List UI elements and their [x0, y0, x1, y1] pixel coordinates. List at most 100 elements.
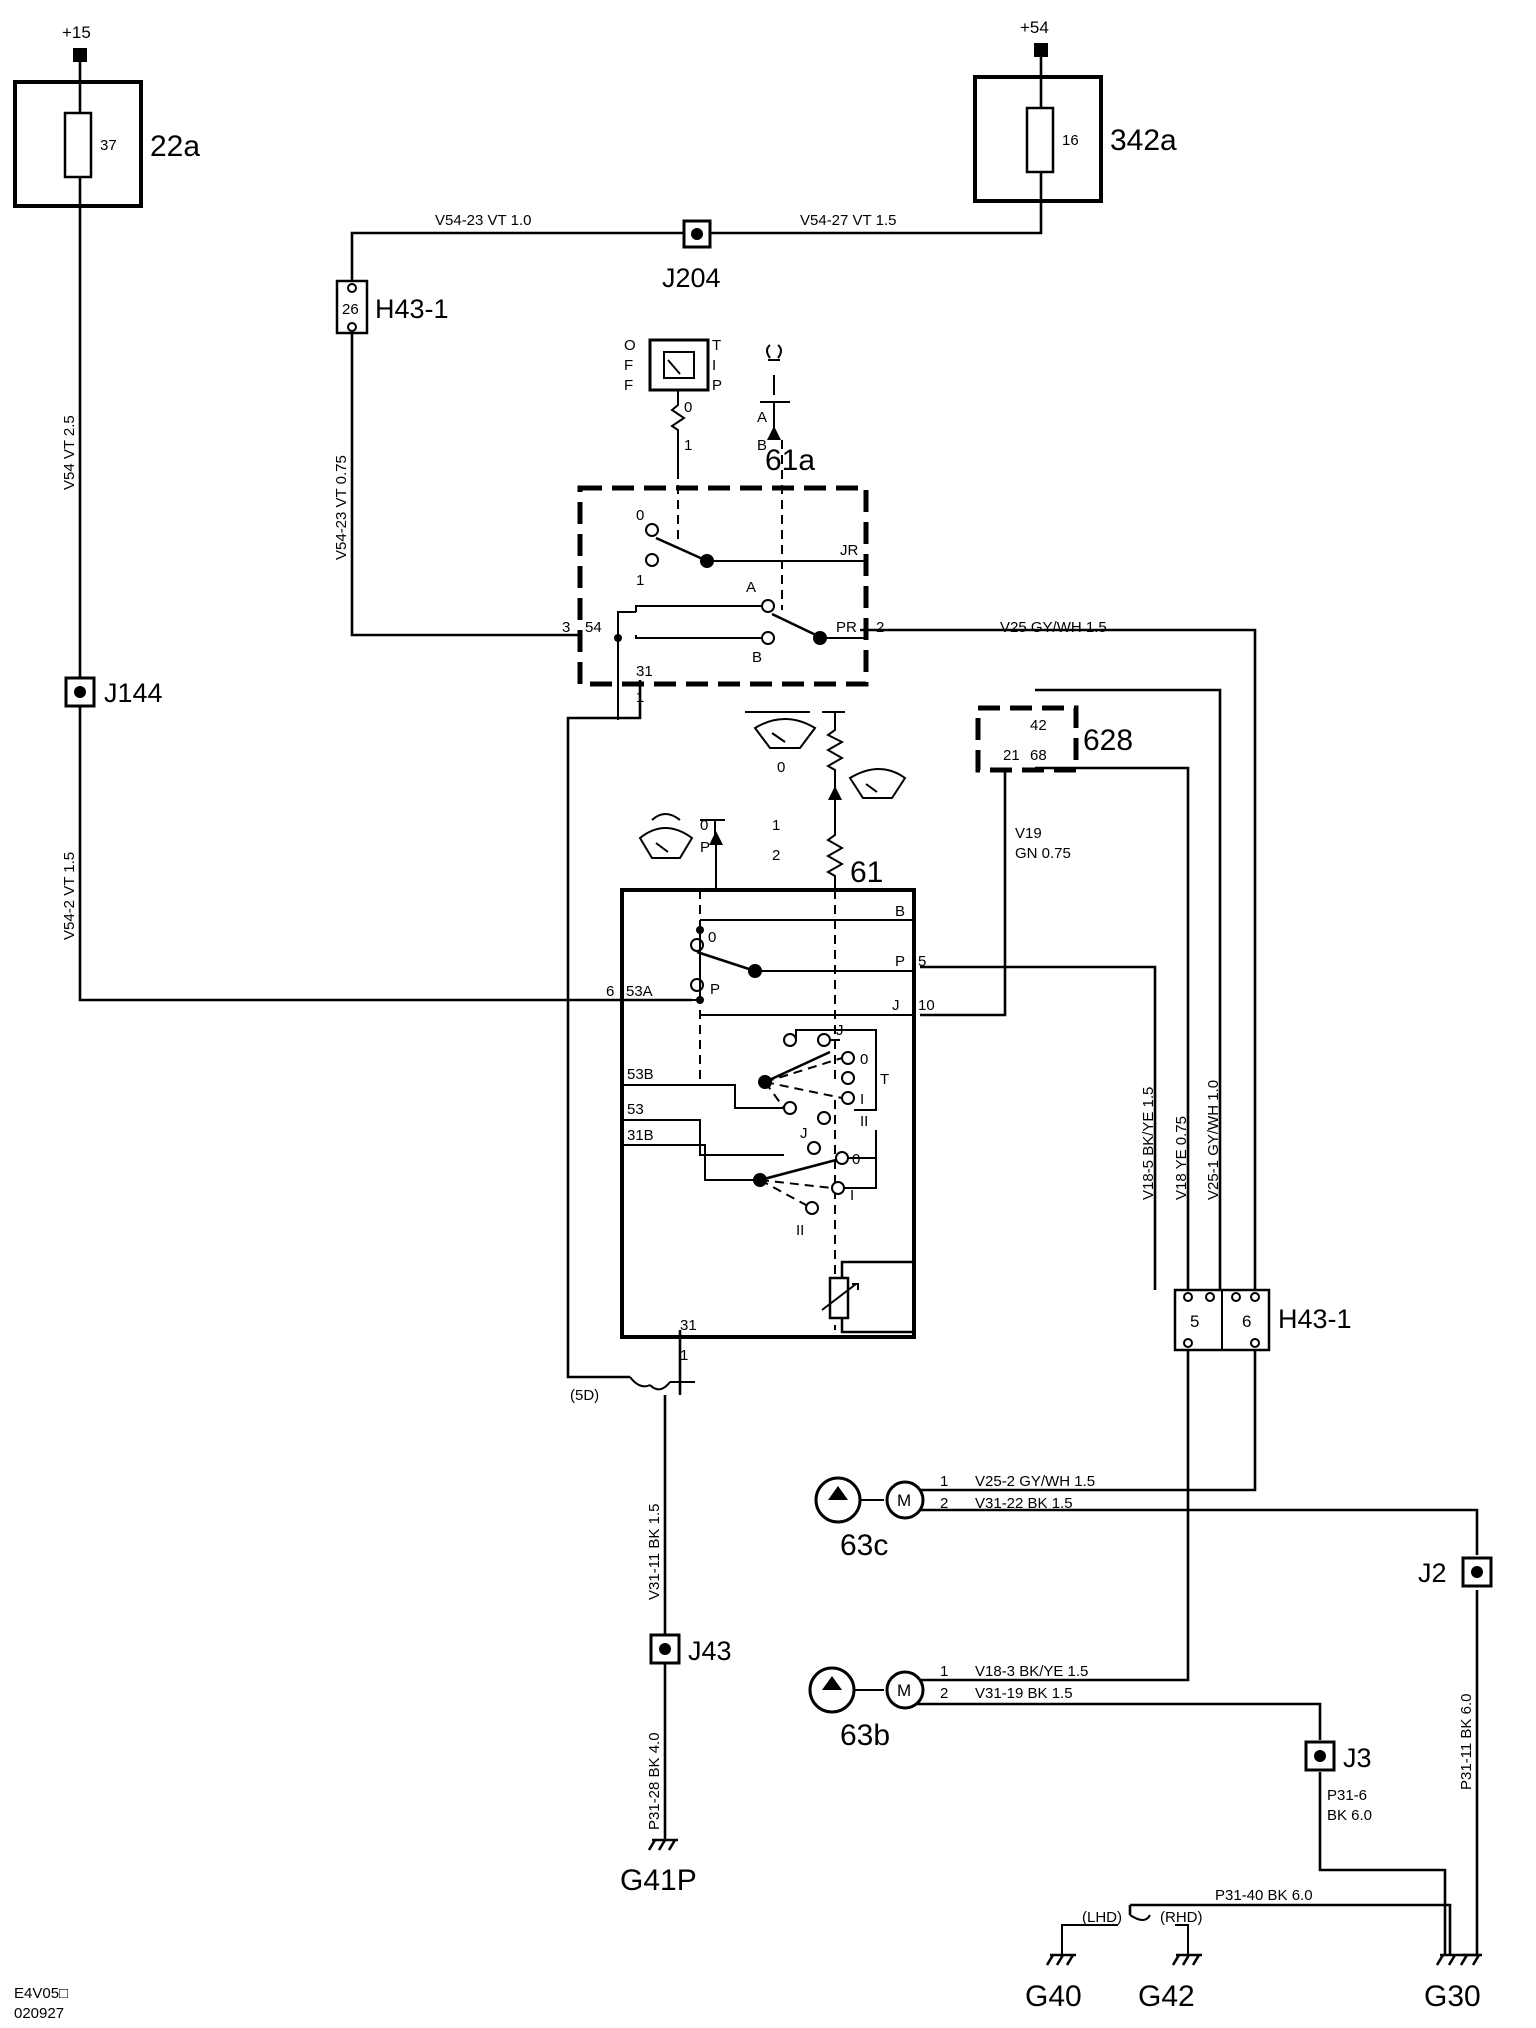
switch-61-outline: [620, 888, 916, 1339]
wire-p31-28: P31-28 BK 4.0: [646, 1732, 663, 1830]
motor-icon: [885, 1670, 925, 1710]
note-5d: (5D): [570, 1387, 599, 1404]
svg-text:6: 6: [1242, 1312, 1251, 1331]
svg-text:F: F: [624, 377, 633, 394]
splice-j3: J3: [1304, 1740, 1372, 1773]
svg-text:J: J: [892, 997, 900, 1014]
svg-text:B: B: [895, 903, 905, 920]
svg-text:0: 0: [777, 759, 785, 776]
svg-text:2: 2: [772, 847, 780, 864]
ground-g30-label: G30: [1424, 1980, 1481, 2013]
svg-text:O: O: [624, 337, 636, 354]
fuse-22a: +15 37 22a: [13, 23, 200, 208]
splice-j204: J204: [662, 219, 721, 293]
svg-text:JR: JR: [840, 542, 859, 559]
splice-j43-label: J43: [688, 1636, 732, 1666]
svg-text:P: P: [712, 377, 722, 394]
connector-h43-1-bottom-label: H43-1: [1278, 1304, 1352, 1334]
wire-v54-27: V54-27 VT 1.5: [800, 212, 896, 229]
fuse-box-22a: [13, 80, 143, 208]
svg-text:M: M: [897, 1681, 911, 1700]
fuse-number-37: 37: [100, 137, 117, 154]
note-lhd: (LHD): [1082, 1909, 1122, 1926]
connector-h43-1-top-label: H43-1: [375, 294, 449, 324]
wire-v31-22: V31-22 BK 1.5: [975, 1495, 1073, 1512]
footer-code: E4V05□: [14, 1985, 68, 2002]
svg-text:31: 31: [680, 1317, 697, 1334]
washer-pump-63c: M 63c 1 2: [814, 1473, 948, 1562]
fuse-element-37: [63, 111, 93, 179]
svg-text:1: 1: [772, 817, 780, 834]
note-rhd: (RHD): [1160, 1909, 1203, 1926]
svg-text:0: 0: [860, 1051, 868, 1068]
svg-text:21: 21: [1003, 747, 1020, 764]
wire-v54-23-side: V54-23 VT 0.75: [333, 455, 350, 560]
wire-v54: V54 VT 2.5: [61, 415, 78, 490]
svg-text:2: 2: [876, 619, 884, 636]
splice-j2-label: J2: [1418, 1558, 1447, 1588]
wire-v18: V18 YE 0.75: [1173, 1116, 1190, 1200]
footer-date: 020927: [14, 2005, 64, 2022]
switch-61: 61 0 1 2 0 P B 0 P 5 P: [606, 711, 935, 1364]
wiper-icon-top: [753, 718, 817, 749]
pump-63c-label: 63c: [840, 1529, 888, 1562]
wire-v25: V25 GY/WH 1.5: [1000, 619, 1107, 636]
splice-j43: J43: [649, 1633, 732, 1666]
fuse-element-16: [1025, 106, 1055, 174]
svg-text:3: 3: [562, 619, 570, 636]
wiring: [78, 57, 1479, 1957]
ground-g40: G40: [1025, 1953, 1082, 2013]
svg-text:10: 10: [918, 997, 935, 1014]
wire-v54-23-top: V54-23 VT 1.0: [435, 212, 531, 229]
switch-61-label: 61: [850, 856, 883, 889]
wire-p31-40: P31-40 BK 6.0: [1215, 1887, 1313, 1904]
svg-text:2: 2: [940, 1495, 948, 1512]
svg-text:P: P: [895, 953, 905, 970]
module-628: 42 21 68 628: [975, 705, 1133, 773]
fuse-id-22a: 22a: [150, 130, 200, 163]
pump-63b-label: 63b: [840, 1719, 890, 1752]
motor-icon: [885, 1480, 925, 1520]
ground-g42: G42: [1138, 1953, 1202, 2013]
wire-v19: V19: [1015, 825, 1042, 842]
wire-v19-gn: GN 0.75: [1015, 845, 1071, 862]
feed-label-15: +15: [62, 23, 91, 42]
interval-rheostat: [840, 1260, 916, 1334]
switch-61a: 61a O F F T I P 0 1 A B 0 1 JR A: [562, 337, 884, 720]
wire-v25-2: V25-2 GY/WH 1.5: [975, 1473, 1095, 1490]
splice-j2: J2: [1418, 1556, 1493, 1588]
connector-h43-1-bottom: 5 6 H43-1: [1173, 1288, 1352, 1352]
svg-text:M: M: [897, 1491, 911, 1510]
splice-j3-label: J3: [1343, 1743, 1372, 1773]
wire-p31-11: P31-11 BK 6.0: [1458, 1694, 1475, 1790]
fuse-number-16: 16: [1062, 132, 1079, 149]
wire-p31-6: P31-6: [1327, 1787, 1367, 1804]
splice-j204-label: J204: [662, 263, 721, 293]
ground-g40-label: G40: [1025, 1980, 1082, 2013]
svg-text:A: A: [746, 579, 756, 596]
svg-text:0: 0: [708, 929, 716, 946]
wire-v54-2: V54-2 VT 1.5: [61, 852, 78, 940]
svg-text:F: F: [624, 357, 633, 374]
svg-text:42: 42: [1030, 717, 1047, 734]
feed-terminal-54: [1034, 43, 1048, 57]
ground-g41p: G41P: [620, 1838, 697, 1897]
wire-p31-6-bk: BK 6.0: [1327, 1807, 1372, 1824]
svg-text:31B: 31B: [627, 1127, 654, 1144]
feed-terminal-15: [73, 48, 87, 62]
wire-v31-11: V31-11 BK 1.5: [646, 1504, 663, 1600]
svg-text:1: 1: [940, 1663, 948, 1680]
svg-text:2: 2: [940, 1685, 948, 1702]
svg-text:5: 5: [918, 953, 926, 970]
ground-g42-label: G42: [1138, 1980, 1195, 2013]
fuse-id-342a: 342a: [1110, 124, 1177, 157]
svg-text:5: 5: [1190, 1312, 1199, 1331]
wire-v18-3: V18-3 BK/YE 1.5: [975, 1663, 1088, 1680]
svg-text:I: I: [850, 1187, 854, 1204]
svg-text:1: 1: [636, 572, 644, 589]
wire-v25-1: V25-1 GY/WH 1.0: [1205, 1080, 1222, 1200]
svg-text:53A: 53A: [626, 983, 653, 1000]
connector-pin-26: 26: [342, 301, 359, 318]
splice-j144-label: J144: [104, 678, 163, 708]
svg-text:T: T: [712, 337, 721, 354]
